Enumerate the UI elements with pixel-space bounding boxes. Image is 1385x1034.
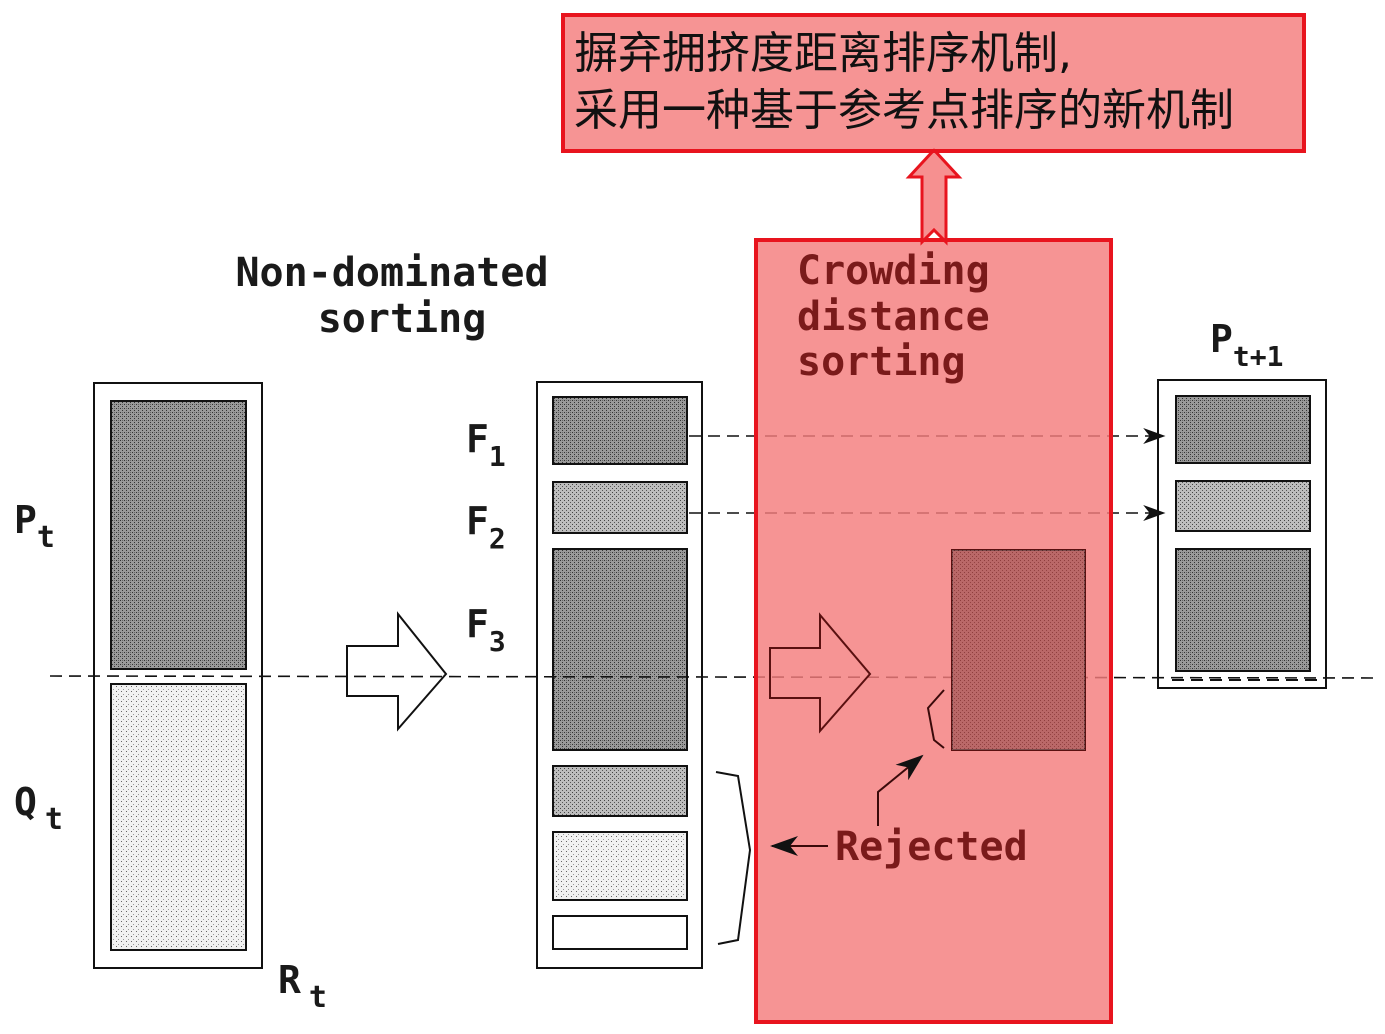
next-population-box: [1157, 379, 1327, 689]
next-f1-block: [1175, 395, 1311, 464]
rejected-label: Rejected: [835, 824, 1028, 870]
next-f2-block: [1175, 480, 1311, 532]
front-f6-block: [552, 915, 688, 950]
fronts-box: [536, 381, 703, 969]
front-f4-block: [552, 765, 688, 817]
front-f3-block: [552, 548, 688, 751]
front-f1-block: [552, 396, 688, 465]
rejected-pointer-arrow: [877, 754, 924, 826]
cds-label-line1: Crowding: [797, 248, 990, 294]
up-hollow-arrow: [905, 147, 963, 246]
next-f3-block: [1175, 548, 1311, 672]
cds-label-line3: sorting: [797, 339, 966, 385]
note-line1: 摒弃拥挤度距离排序机制,: [574, 28, 1072, 79]
pt-label: Pt: [14, 498, 55, 555]
f2-label: F2: [466, 499, 506, 555]
nds-label-line1: Non-dominated: [235, 250, 548, 296]
f3-label: F3: [466, 602, 506, 658]
rejected-brace: [715, 771, 752, 945]
f1-label: F1: [466, 417, 506, 473]
cds-label-line2: distance: [797, 294, 990, 340]
hollow-arrow-2: [769, 612, 872, 734]
population-cut-line: [49, 675, 1376, 679]
hollow-arrow-1: [346, 611, 448, 732]
qt-block: [110, 683, 247, 951]
rt-population-box: [93, 382, 263, 969]
pt-block: [110, 400, 247, 670]
note-line2: 采用一种基于参考点排序的新机制: [574, 85, 1234, 136]
rejected-part-brace: [926, 689, 945, 749]
pt1-label: Pt+1: [1210, 317, 1283, 373]
note-box: [561, 13, 1306, 153]
nds-label-line2: sorting: [318, 296, 487, 342]
front-f5-block: [552, 831, 688, 901]
front-f2-block: [552, 481, 688, 534]
